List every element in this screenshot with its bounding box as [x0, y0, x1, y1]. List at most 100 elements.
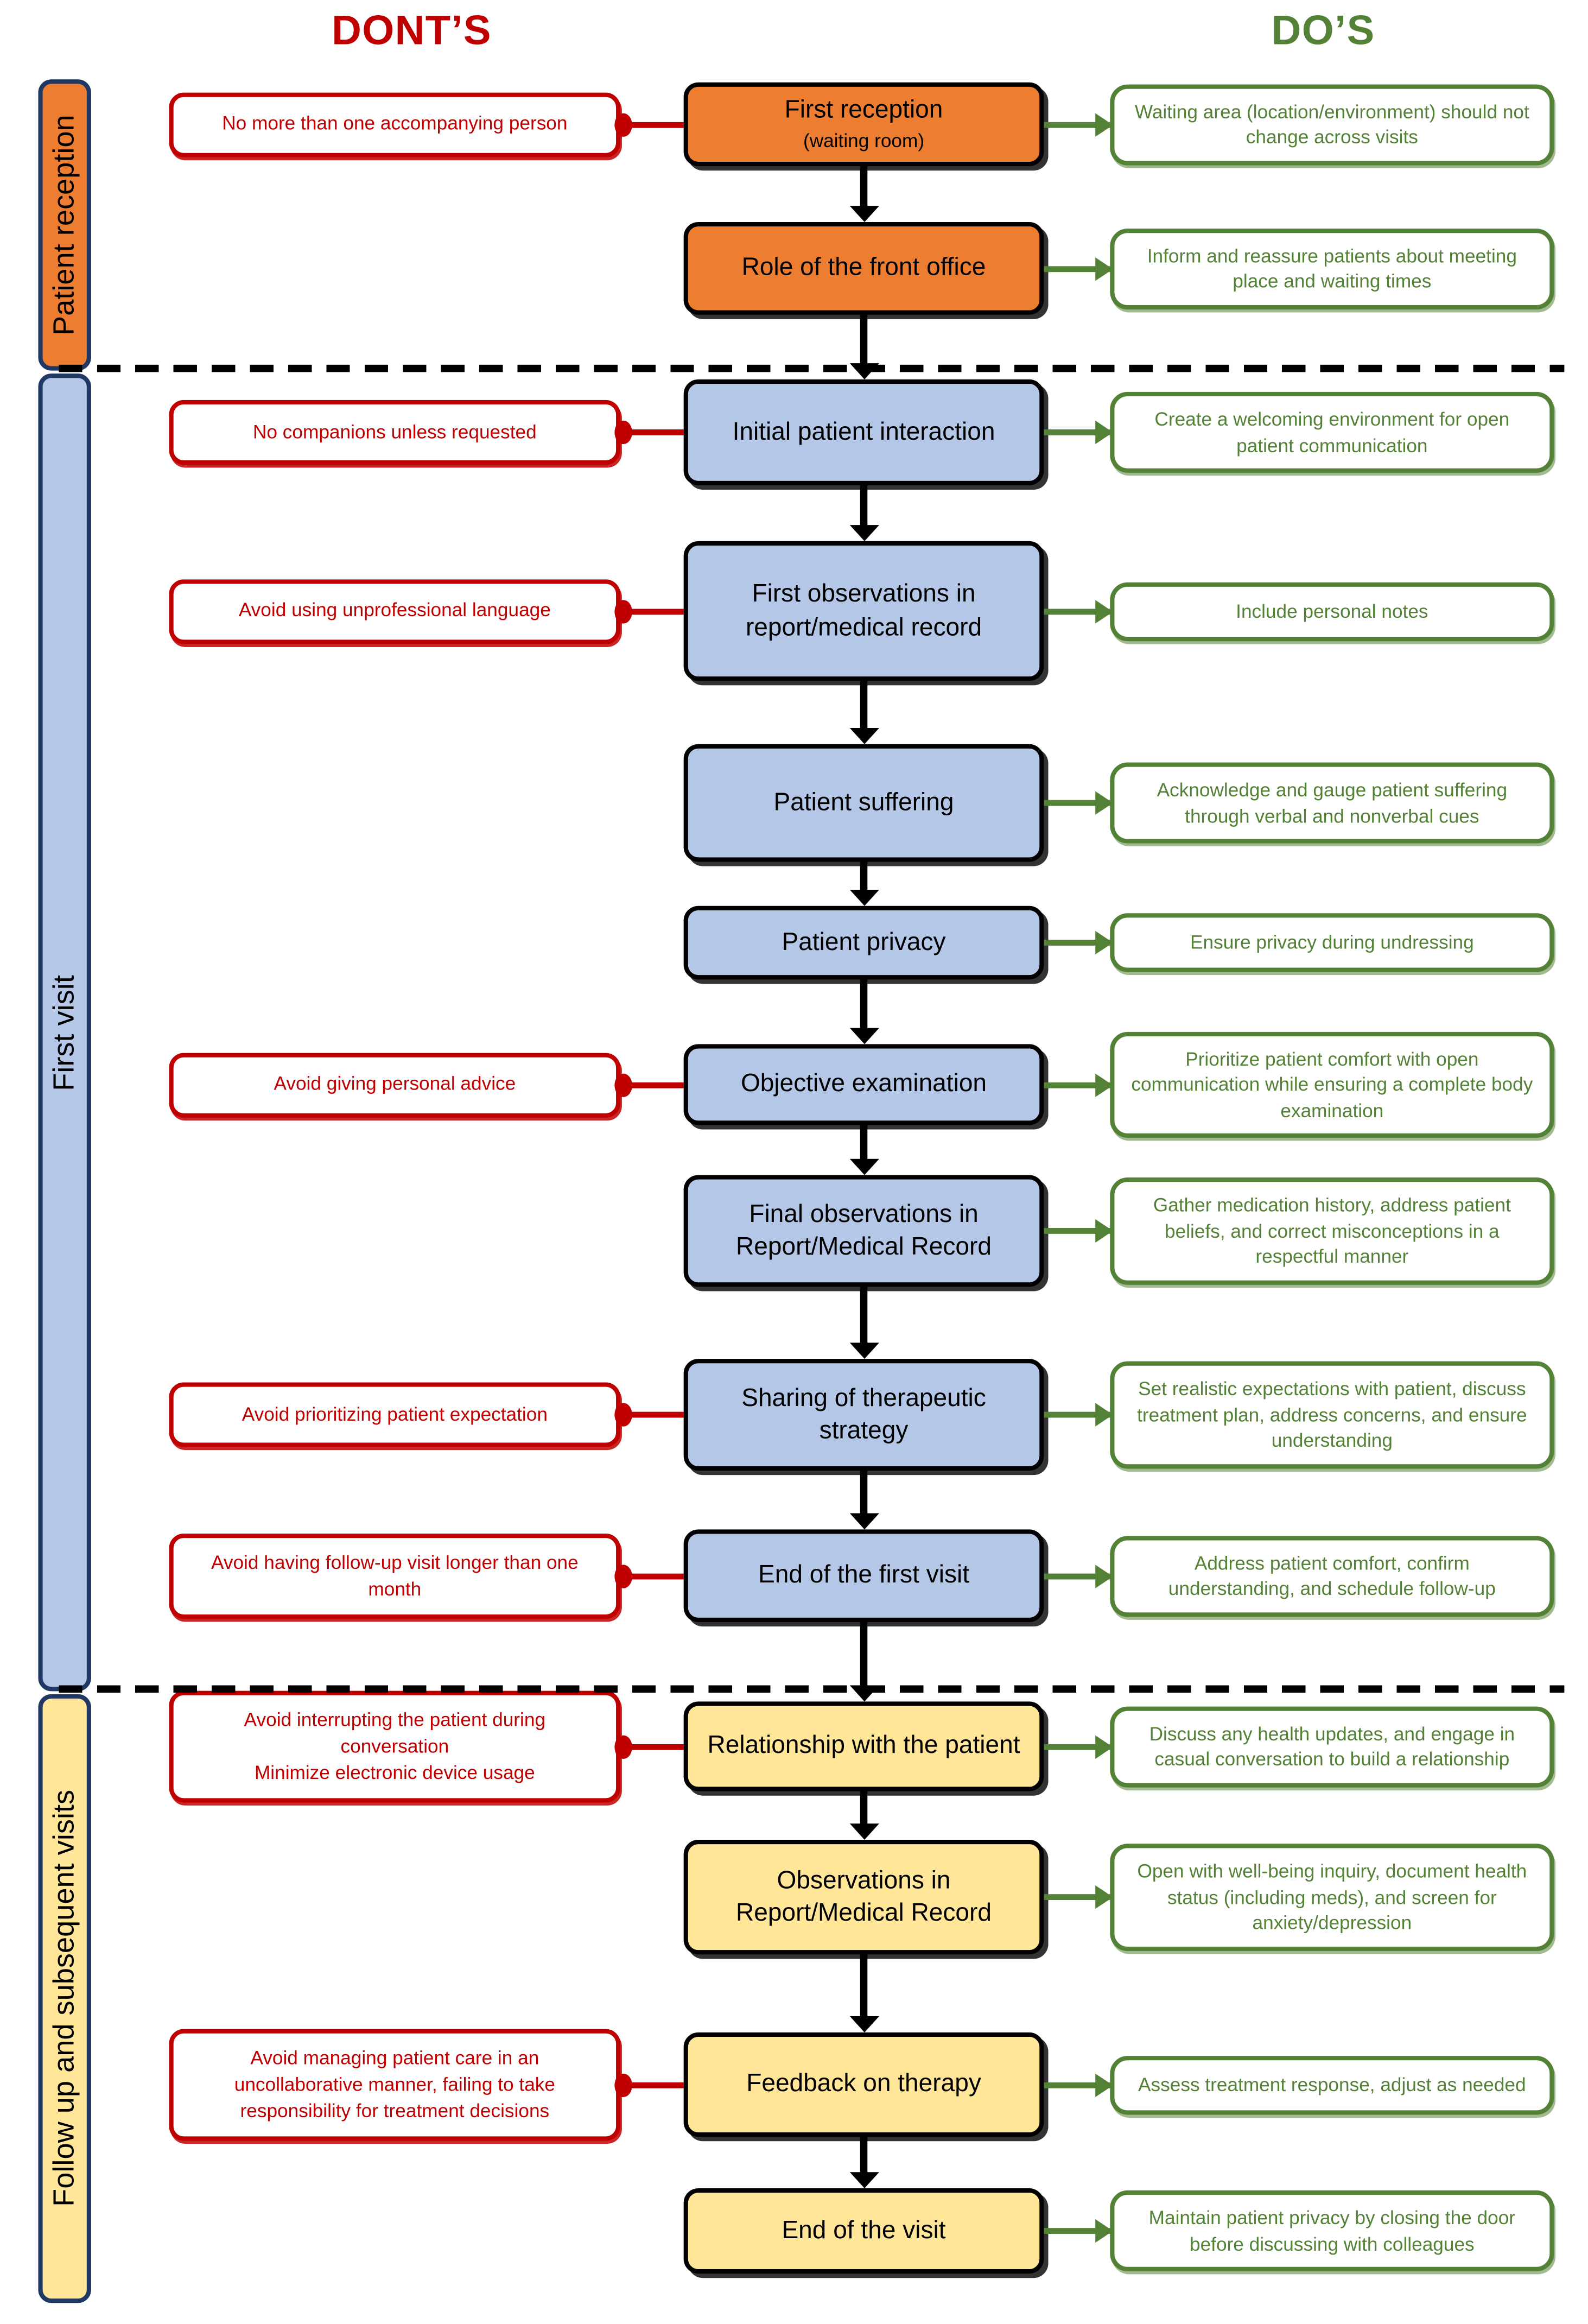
step-box: Objective examination	[683, 1044, 1044, 1125]
do-box: Ensure privacy during undressing	[1110, 913, 1554, 972]
flow-row: No companions unless requested Initial p…	[0, 379, 1588, 485]
do-text: Create a welcoming environment for open …	[1154, 408, 1510, 456]
dont-connector	[617, 121, 684, 128]
do-box: Address patient comfort, confirm underst…	[1110, 1535, 1554, 1617]
flow-row: Final observations in Report/Medical Rec…	[0, 1175, 1588, 1287]
flow-row: Observations in Report/Medical Record Op…	[0, 1839, 1588, 1955]
do-connector	[1044, 2228, 1110, 2234]
do-box: Prioritize patient comfort with open com…	[1110, 1031, 1554, 1138]
flow-arrow-down	[849, 1125, 879, 1175]
dont-text: Avoid giving personal advice	[274, 1072, 516, 1095]
do-text: Set realistic expectations with patient,…	[1137, 1377, 1527, 1452]
do-text: Ensure privacy during undressing	[1190, 931, 1474, 954]
phase-bar-first-visit: First visit	[38, 373, 91, 1692]
phase-separator-dashed-line	[59, 1685, 1565, 1693]
do-connector	[1044, 121, 1110, 128]
do-text: Prioritize patient comfort with open com…	[1131, 1047, 1533, 1121]
do-box: Include personal notes	[1110, 581, 1554, 641]
dont-text: Avoid using unprofessional language	[238, 599, 551, 622]
step-title: Feedback on therapy	[746, 2069, 981, 2098]
step-box: End of the first visit	[683, 1529, 1044, 1623]
step-title: Final observations in Report/Medical Rec…	[736, 1200, 992, 1261]
do-text: Assess treatment response, adjust as nee…	[1138, 2073, 1526, 2095]
flow-row: Avoid giving personal advice Objective e…	[0, 1031, 1588, 1138]
do-box: Set realistic expectations with patient,…	[1110, 1361, 1554, 1468]
dont-box: Avoid giving personal advice	[169, 1052, 621, 1117]
flow-arrow-down	[849, 485, 879, 541]
step-box: Role of the front office	[683, 222, 1044, 315]
dont-text: Avoid managing patient care in an uncoll…	[234, 2046, 555, 2122]
step-box: Final observations in Report/Medical Rec…	[683, 1175, 1044, 1287]
step-box: First observations in report/medical rec…	[683, 541, 1044, 681]
do-box: Assess treatment response, adjust as nee…	[1110, 2055, 1554, 2114]
dont-box: Avoid interrupting the patient during co…	[169, 1690, 621, 1803]
step-title: Relationship with the patient	[707, 1731, 1020, 1760]
do-box: Inform and reassure patients about meeti…	[1110, 227, 1554, 309]
do-box: Open with well-being inquiry, document h…	[1110, 1844, 1554, 1951]
flow-row: Avoid prioritizing patient expectation S…	[0, 1359, 1588, 1471]
do-box: Maintain patient privacy by closing the …	[1110, 2190, 1554, 2272]
flow-arrow-down	[849, 862, 879, 906]
flow-arrow-down	[849, 1287, 879, 1359]
flow-row: Avoid using unprofessional language Firs…	[0, 541, 1588, 681]
dont-text: No more than one accompanying person	[222, 112, 568, 135]
do-connector	[1044, 608, 1110, 615]
step-title: Observations in Report/Medical Record	[736, 1866, 992, 1927]
step-title: End of the visit	[782, 2216, 946, 2244]
flow-row: Avoid managing patient care in an uncoll…	[0, 2028, 1588, 2141]
step-title: End of the first visit	[758, 1561, 970, 1589]
do-connector	[1044, 265, 1110, 271]
do-box: Discuss any health updates, and engage i…	[1110, 1706, 1554, 1787]
do-connector	[1044, 1228, 1110, 1234]
phase-bar-follow-up: Follow up and subsequent visits	[38, 1694, 91, 2303]
dont-box: Avoid prioritizing patient expectation	[169, 1382, 621, 1447]
step-box: End of the visit	[683, 2188, 1044, 2274]
do-text: Discuss any health updates, and engage i…	[1149, 1722, 1515, 1770]
dont-connector	[617, 608, 684, 615]
do-connector	[1044, 800, 1110, 806]
dont-box: Avoid managing patient care in an uncoll…	[169, 2028, 621, 2141]
step-box: Patient suffering	[683, 744, 1044, 862]
do-text: Open with well-being inquiry, document h…	[1137, 1860, 1527, 1934]
flow-arrow-down	[849, 1471, 879, 1530]
flow-row: Role of the front office Inform and reas…	[0, 222, 1588, 315]
step-box: Patient privacy	[683, 905, 1044, 980]
do-connector	[1044, 1573, 1110, 1579]
step-box: Initial patient interaction	[683, 379, 1044, 485]
dont-connector	[617, 429, 684, 435]
do-text: Include personal notes	[1236, 599, 1428, 622]
step-title: Patient suffering	[773, 788, 954, 816]
do-text: Address patient comfort, confirm underst…	[1168, 1551, 1496, 1600]
step-title: Initial patient interaction	[732, 417, 995, 446]
phase-separator-dashed-line	[59, 364, 1565, 372]
phase-bar-patient-reception: Patient reception	[38, 79, 91, 371]
do-connector	[1044, 1411, 1110, 1418]
do-box: Waiting area (location/environment) shou…	[1110, 84, 1554, 165]
dont-connector	[617, 2081, 684, 2088]
do-text: Acknowledge and gauge patient suffering …	[1157, 778, 1508, 827]
do-connector	[1044, 2081, 1110, 2088]
step-box: Observations in Report/Medical Record	[683, 1839, 1044, 1955]
dont-connector	[617, 1573, 684, 1579]
do-connector	[1044, 1894, 1110, 1901]
do-box: Gather medication history, address patie…	[1110, 1177, 1554, 1284]
flow-row: No more than one accompanying person Fir…	[0, 82, 1588, 167]
dont-box: Avoid using unprofessional language	[169, 578, 621, 644]
flow-row: Avoid interrupting the patient during co…	[0, 1690, 1588, 1803]
do-connector	[1044, 1081, 1110, 1088]
flow-arrow-down	[849, 681, 879, 744]
step-title: Objective examination	[740, 1069, 987, 1098]
step-title: Role of the front office	[741, 254, 986, 282]
do-text: Maintain patient privacy by closing the …	[1148, 2206, 1516, 2255]
flow-row: Patient suffering Acknowledge and gauge …	[0, 744, 1588, 862]
dont-connector	[617, 1081, 684, 1088]
dont-text: Avoid prioritizing patient expectation	[242, 1403, 548, 1425]
dont-text-2: Minimize electronic device usage	[254, 1761, 535, 1783]
dont-text: Avoid interrupting the patient during co…	[244, 1707, 546, 1757]
do-connector	[1044, 940, 1110, 946]
step-subtitle: (waiting room)	[803, 129, 925, 152]
step-title: First reception	[784, 96, 943, 124]
step-box: Feedback on therapy	[683, 2032, 1044, 2137]
dont-connector	[617, 1411, 684, 1418]
